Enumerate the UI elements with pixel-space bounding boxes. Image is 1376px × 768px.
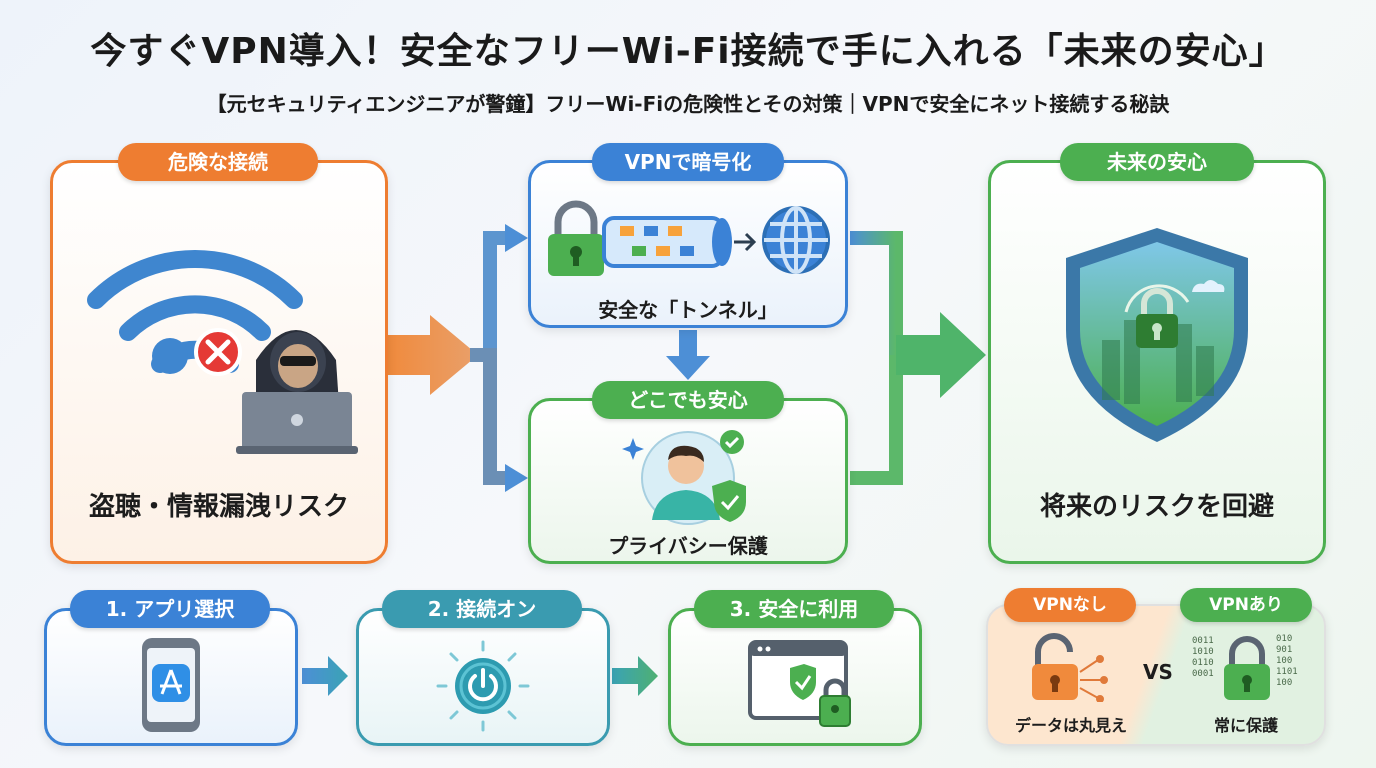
vpn-tag: VPNで暗号化 [592, 143, 784, 181]
vpn-down-stem [679, 330, 697, 360]
page-subtitle: 【元セキュリティエンジニアが警鐘】フリーWi-Fiの危険性とその対策｜VPNで安… [206, 92, 1170, 116]
check-badge-icon [720, 430, 744, 454]
sparkle-icon [622, 438, 644, 460]
future-caption: 将来のリスクを回避 [1039, 492, 1274, 522]
lock-icon [1136, 288, 1178, 348]
binary-right-line: 100 [1276, 656, 1293, 666]
anywhere-caption: プライバシー保護 [608, 534, 768, 558]
cloud-icon [1192, 280, 1225, 292]
binary-right: 010 901 100 1101 100 [1276, 634, 1306, 689]
merge-top-line [850, 231, 903, 355]
future-shield-illustration [1066, 228, 1248, 442]
branch-down-head [505, 464, 528, 492]
branch-up-line [470, 231, 508, 362]
vpn-down-head [666, 356, 710, 380]
binary-left-line: 0001 [1192, 669, 1214, 679]
binary-right-line: 100 [1276, 678, 1293, 688]
danger-tag: 危険な接続 [118, 143, 318, 181]
step3-tag: 3. 安全に利用 [694, 590, 894, 628]
person-shield-illustration [622, 430, 746, 525]
binary-left: 0011 1010 0110 0001 [1192, 636, 1220, 680]
danger-out-arrow [386, 315, 478, 395]
hacker-icon [236, 330, 358, 454]
anywhere-tag: どこでも安心 [592, 381, 784, 419]
step2-arrow [612, 656, 658, 696]
future-tag: 未来の安心 [1060, 143, 1254, 181]
vpn-caption: 安全な「トンネル」 [598, 298, 778, 322]
page-title: 今すぐVPN導入！安全なフリーWi-Fi接続で手に入れる「未来の安心」 [90, 31, 1286, 72]
merge-bottom-line [850, 355, 903, 485]
city-icon [1102, 320, 1214, 404]
branch-up-head [505, 224, 528, 252]
binary-right-line: 010 [1276, 634, 1293, 644]
person-icon [652, 445, 720, 520]
binary-left-line: 1010 [1192, 647, 1214, 657]
error-x-icon [194, 328, 242, 376]
compare-with-caption: 常に保護 [1213, 716, 1278, 735]
compare-without-caption: データは丸見え [1014, 716, 1127, 735]
tunnel-icon [602, 216, 757, 268]
lock-icon [548, 200, 604, 276]
binary-right-line: 901 [1276, 645, 1293, 655]
shield-check-icon [712, 480, 746, 522]
compare-vs: VS [1143, 660, 1173, 684]
step1-tag: 1. アプリ選択 [70, 590, 270, 628]
vpn-tunnel-illustration [548, 200, 830, 276]
binary-left-line: 0110 [1192, 658, 1214, 668]
locked-padlock-icon [1224, 636, 1270, 700]
unlocked-padlock-icon [1032, 633, 1108, 702]
future-in-arrow [896, 312, 986, 398]
wifi-hacker-illustration [87, 250, 358, 454]
branch-down-line [470, 348, 508, 485]
step2-tag: 2. 接続オン [382, 590, 582, 628]
binary-right-line: 1101 [1276, 667, 1298, 677]
danger-caption: 盗聴・情報漏洩リスク [88, 492, 349, 522]
compare-without-tag: VPNなし [1004, 588, 1136, 622]
smartphone-app-icon [142, 638, 200, 732]
power-button-icon[interactable] [434, 638, 532, 734]
browser-shield-lock-icon [748, 640, 851, 727]
globe-icon [762, 206, 830, 274]
refresh-arrow-icon [1124, 284, 1190, 313]
compare-with-tag: VPNあり [1180, 588, 1312, 622]
binary-left-line: 0011 [1192, 636, 1214, 646]
step1-arrow [302, 656, 348, 696]
